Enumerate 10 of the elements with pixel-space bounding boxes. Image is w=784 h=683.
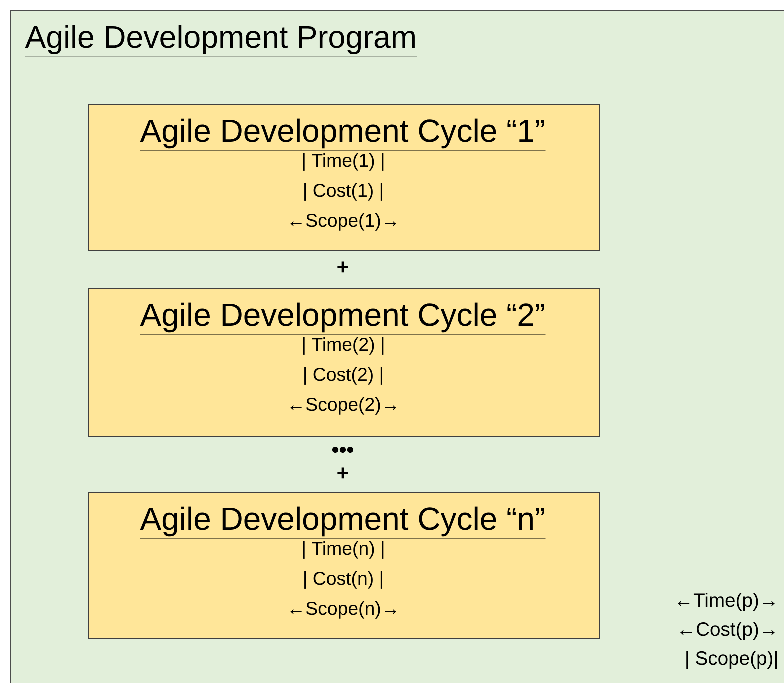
metric-text: ←Time(p)→ bbox=[678, 593, 775, 612]
program-title: Agile Development Program bbox=[25, 25, 418, 57]
cycle-box: Agile Development Cycle “2” | Time(2) | | Cost(2) | ←Scope(2)→ bbox=[88, 288, 600, 438]
connector-symbol: ••• bbox=[332, 446, 354, 454]
metric-text: ←Cost(p)→ bbox=[680, 622, 775, 640]
cycle-box: Agile Development Cycle “n” | Time(n) | | Cost(n) | ←Scope(n)→ bbox=[88, 492, 600, 640]
connector-symbol: + bbox=[338, 262, 348, 273]
connector-symbol: + bbox=[338, 468, 348, 479]
metric-text: | Scope(p)| bbox=[686, 651, 777, 670]
cycle-box: Agile Development Cycle “1” | Time(1) | | Cost(1) | ←Scope(1)→ bbox=[88, 104, 600, 252]
